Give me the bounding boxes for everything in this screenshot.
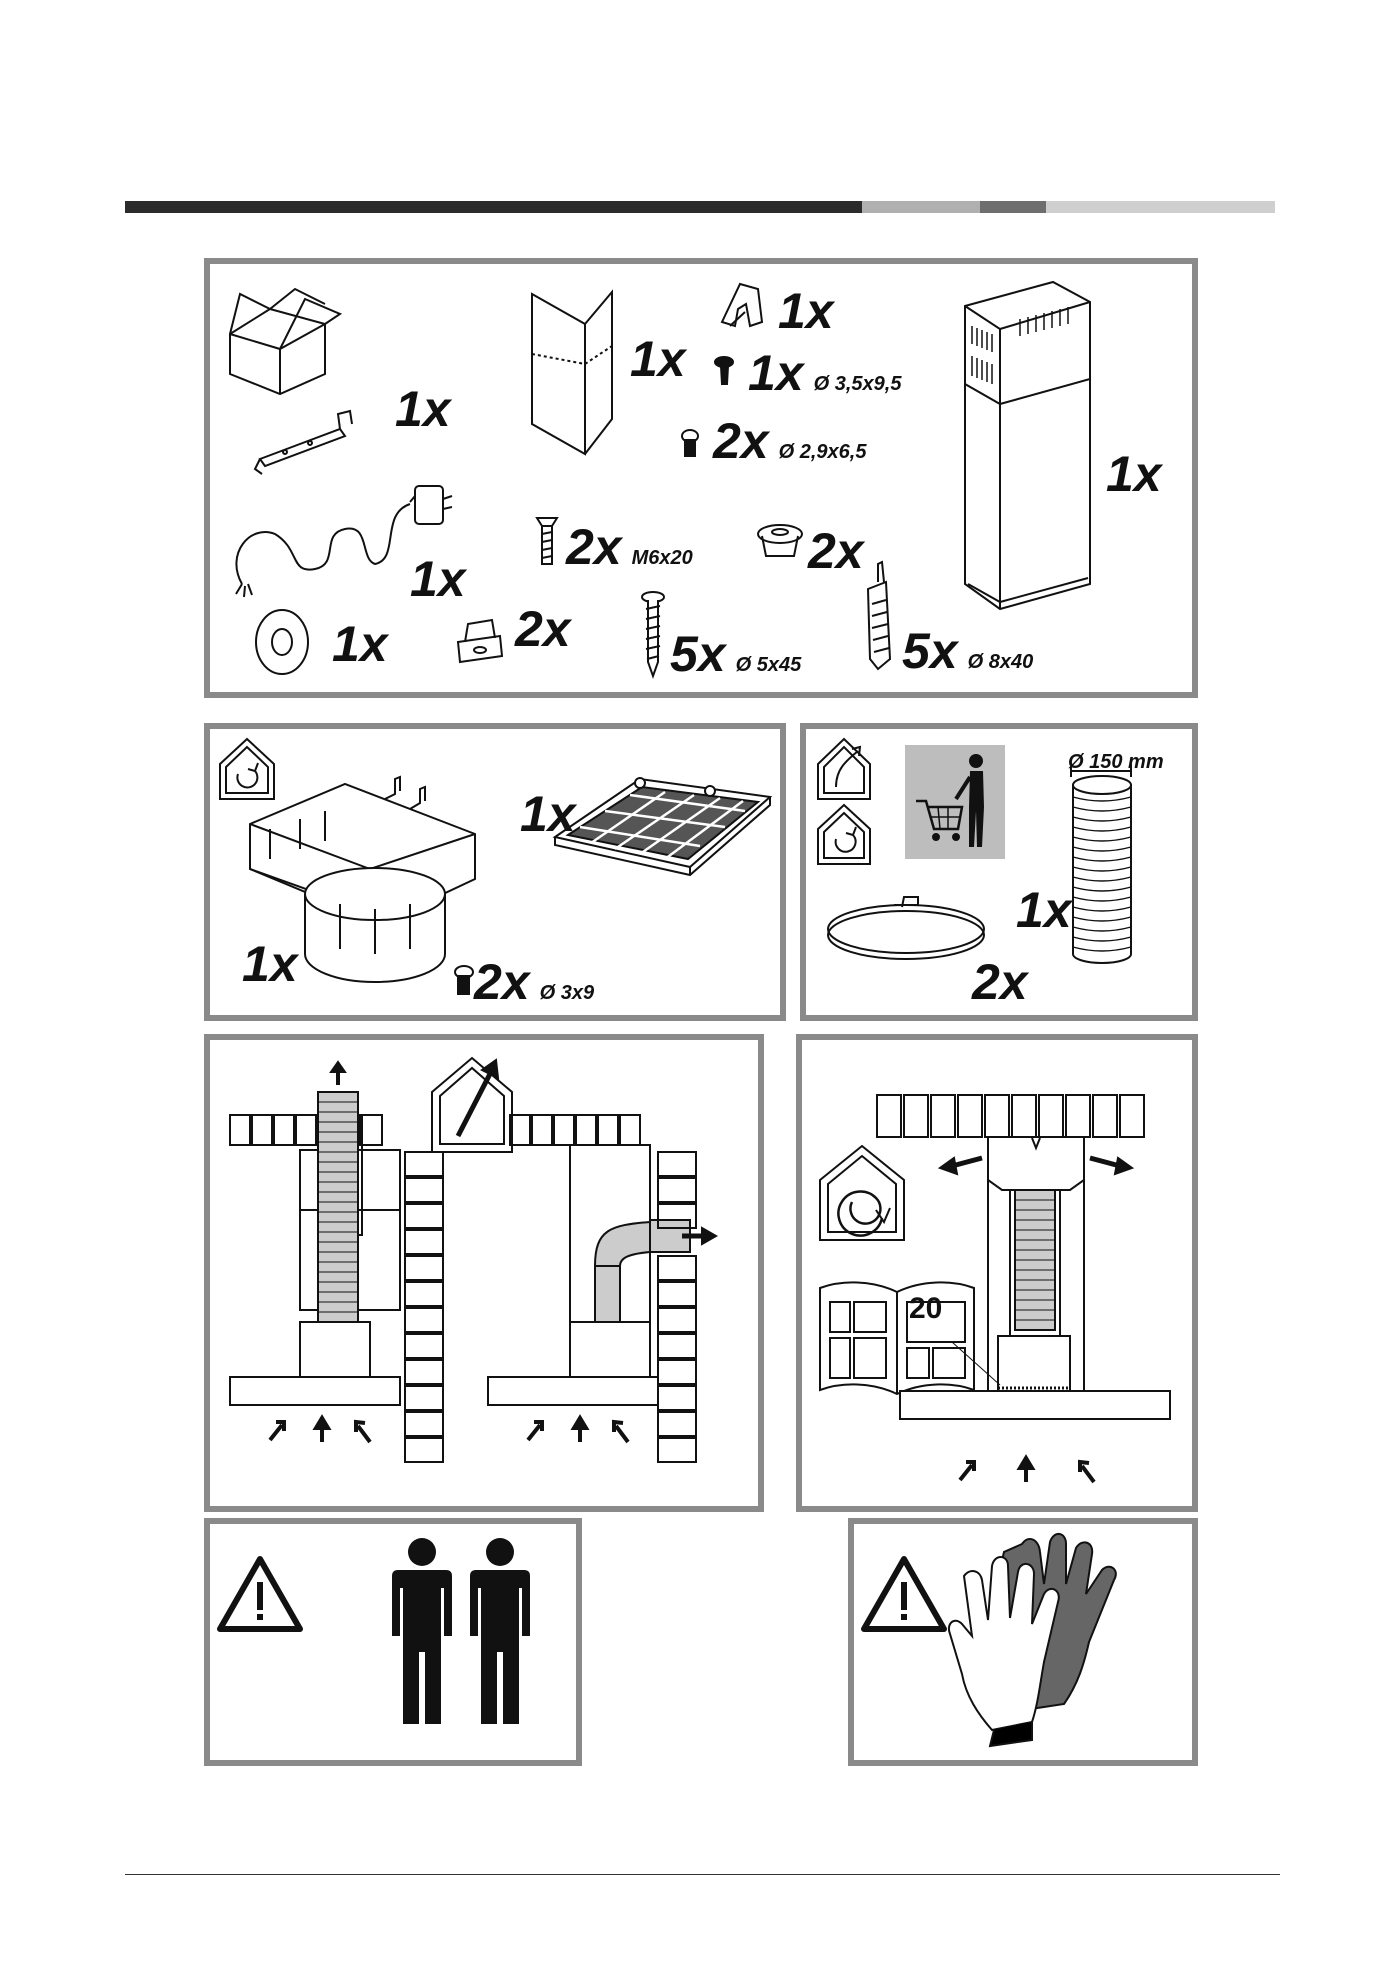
person-icon — [392, 1538, 452, 1724]
qty-value: 2x — [474, 954, 530, 1010]
header-bar-segment — [1046, 201, 1275, 213]
qty-corner-bracket: 1x — [630, 334, 686, 384]
qty-power-cord: 1x — [410, 554, 466, 604]
ducting-mode-illustration — [210, 1040, 758, 1506]
qty-value: 1x — [410, 551, 466, 607]
screw-icon — [455, 966, 473, 994]
qty-value: 1x — [748, 345, 804, 401]
bracket-icon — [255, 411, 352, 474]
qty-value: 2x — [566, 519, 622, 575]
qty-screw-3x9: 2x Ø 3x9 — [474, 957, 594, 1007]
qty-hose-clamp: 2x — [972, 957, 1028, 1007]
recirc-kit-panel: 1x 1x 2x Ø 3x9 — [204, 723, 786, 1021]
wall-bricks — [658, 1152, 696, 1462]
hood-ducted-wall — [488, 1145, 716, 1442]
qty-wall-plug: 5x Ø 8x40 — [902, 626, 1033, 676]
qty-spec: Ø 2,9x6,5 — [779, 441, 867, 463]
qty-spec: Ø 3x9 — [540, 982, 594, 1004]
qty-flexible-duct: 1x — [1016, 885, 1072, 935]
qty-spec: Ø 5x45 — [736, 654, 802, 676]
qty-spec: Ø 3,5x9,5 — [814, 373, 902, 395]
accessories-panel: Ø 150 mm 1x 2x — [800, 723, 1198, 1021]
ceiling-bricks — [510, 1115, 640, 1145]
qty-bracket: 1x — [395, 384, 451, 434]
qty-value: 5x — [670, 626, 726, 682]
gloves-icon — [949, 1534, 1116, 1746]
ducting-house-icon — [818, 739, 870, 799]
recirculation-mode-illustration — [802, 1040, 1192, 1506]
qty-value: 1x — [520, 786, 576, 842]
two-people-illustration — [210, 1524, 576, 1760]
qty-value: 2x — [515, 601, 571, 657]
page-reference-number: 20 — [909, 1292, 942, 1326]
hose-clamp-icon — [828, 897, 984, 959]
qty-screw-29: 2x Ø 2,9x6,5 — [713, 416, 866, 466]
clip-nut-icon — [458, 620, 502, 662]
parts-panel: 1x 1x 1x 2x 1x 1x 1x Ø 3,5x9,5 2x Ø 2,9x6,… — [204, 258, 1198, 698]
wall-bricks — [405, 1152, 443, 1462]
instruction-book-icon — [820, 1282, 974, 1394]
gloves-illustration — [854, 1524, 1192, 1760]
qty-value: 1x — [1106, 446, 1162, 502]
qty-value: 2x — [713, 413, 769, 469]
qty-deflector: 1x — [242, 939, 298, 989]
grommet-icon — [758, 525, 802, 556]
carbon-filter-icon — [555, 778, 770, 875]
qty-value: 2x — [808, 523, 864, 579]
qty-screw-35: 1x Ø 3,5x9,5 — [748, 348, 901, 398]
ducting-house-icon — [432, 1058, 512, 1152]
qty-value: 1x — [332, 616, 388, 672]
recirculation-house-icon — [818, 805, 870, 864]
footer-rule — [125, 1874, 1280, 1875]
ducting-mode-panel — [204, 1034, 764, 1512]
bolt-icon — [537, 518, 557, 564]
qty-washer: 1x — [332, 619, 388, 669]
gloves-warning-panel — [848, 1518, 1198, 1766]
header-bar-segment — [862, 201, 980, 213]
corner-bracket-icon — [532, 292, 612, 454]
qty-chimney: 1x — [1106, 449, 1162, 499]
box-icon — [230, 289, 340, 394]
recirculation-mode-panel: 20 — [796, 1034, 1198, 1512]
warning-triangle-icon — [220, 1559, 300, 1629]
washer-icon — [256, 610, 308, 674]
qty-value: 1x — [242, 936, 298, 992]
qty-clip-nut: 2x — [515, 604, 571, 654]
qty-value: 1x — [1016, 882, 1072, 938]
person-icon — [470, 1538, 530, 1724]
warning-triangle-icon — [864, 1559, 944, 1629]
chimney-icon — [965, 282, 1090, 609]
shopping-person-icon — [905, 745, 1005, 859]
two-people-warning-panel — [204, 1518, 582, 1766]
duct-diameter-label: Ø 150 mm — [1068, 751, 1164, 774]
header-bar-segment — [980, 201, 1046, 213]
ceiling-bricks — [877, 1095, 1144, 1137]
screw-icon — [715, 357, 733, 384]
qty-clip: 1x — [778, 286, 834, 336]
wood-screw-icon — [642, 592, 664, 676]
qty-filter: 1x — [520, 789, 576, 839]
recirculation-house-icon — [820, 1146, 904, 1240]
qty-value: 1x — [395, 381, 451, 437]
qty-value: 1x — [630, 331, 686, 387]
recirculation-house-icon — [220, 739, 274, 799]
qty-spec: Ø 8x40 — [968, 651, 1034, 673]
clip-icon — [722, 284, 762, 326]
qty-wood-screw: 5x Ø 5x45 — [670, 629, 801, 679]
wall-plug-icon — [868, 562, 890, 669]
screw-icon — [682, 430, 698, 456]
qty-value: 1x — [778, 283, 834, 339]
header-bar — [125, 201, 1275, 213]
qty-grommet: 2x — [808, 526, 864, 576]
qty-value: 2x — [972, 954, 1028, 1010]
flexible-duct-icon — [1071, 764, 1131, 963]
qty-spec: M6x20 — [632, 547, 693, 569]
header-bar-segment — [125, 201, 862, 213]
qty-value: 5x — [902, 623, 958, 679]
ceiling-bricks — [230, 1115, 382, 1145]
